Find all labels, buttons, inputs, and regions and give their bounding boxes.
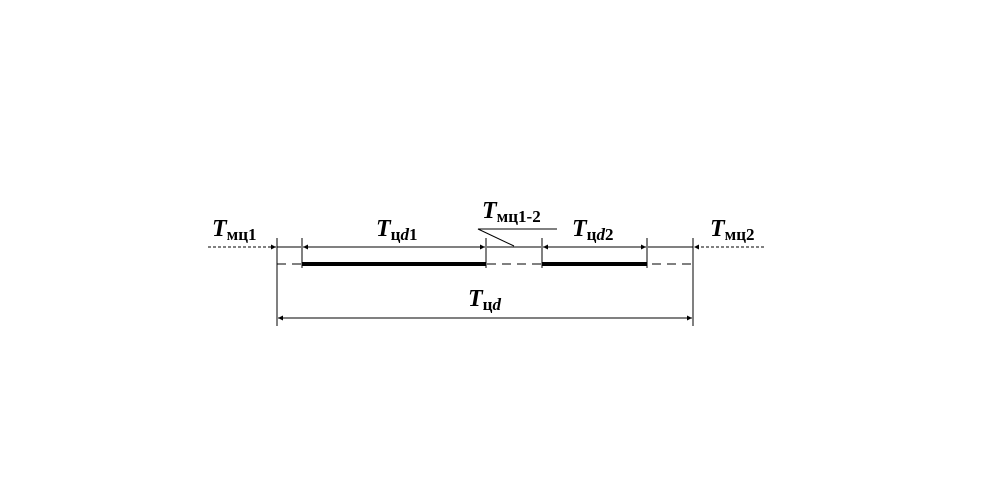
label-t-cd: Tцd [468,286,501,314]
label-t-cd1: Tцd1 [376,216,417,244]
label-t-mc2: Tмц2 [710,216,755,244]
label-t-mc1: Tмц1 [212,216,257,244]
label-t-mc1-2: Tмц1-2 [482,198,541,226]
label-t-cd2: Tцd2 [572,216,613,244]
leader-t-mc1-2 [477,228,557,247]
